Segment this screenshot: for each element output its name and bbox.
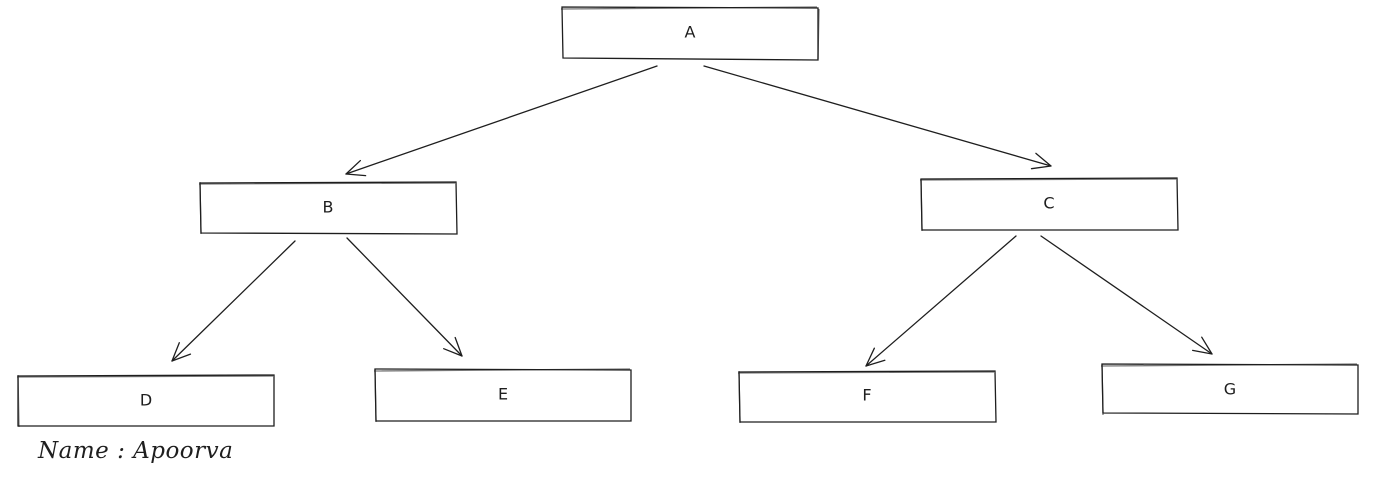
edge-a-to-c — [703, 65, 1052, 170]
edge-a-to-b — [345, 65, 658, 177]
node-e[interactable]: E — [373, 368, 632, 423]
edge-c-to-g — [1040, 235, 1213, 355]
node-d-label: D — [140, 391, 152, 410]
node-a[interactable]: A — [560, 6, 820, 61]
edge-b-to-d — [171, 240, 296, 362]
node-c-label: C — [1043, 194, 1054, 213]
node-g-box-sketch — [1100, 363, 1358, 416]
author-name-note: Name : Apoorva — [38, 438, 234, 464]
node-d[interactable]: D — [16, 374, 275, 428]
edge-b-to-e — [346, 237, 463, 357]
node-c-box-sketch — [919, 178, 1177, 232]
node-f[interactable]: F — [737, 370, 997, 424]
node-d-box-sketch — [16, 374, 274, 428]
node-f-label: F — [862, 386, 871, 405]
node-a-box-sketch — [560, 6, 820, 60]
node-e-label: E — [498, 385, 508, 404]
edge-c-to-f — [865, 235, 1017, 367]
node-g[interactable]: G — [1100, 363, 1359, 416]
node-b[interactable]: B — [198, 181, 458, 235]
node-c[interactable]: C — [919, 177, 1179, 232]
node-a-label: A — [685, 23, 696, 42]
node-d-box — [17, 374, 275, 427]
node-g-label: G — [1224, 380, 1236, 399]
node-f-box-sketch — [737, 370, 995, 424]
node-b-label: B — [323, 198, 334, 217]
node-e-box-sketch — [373, 368, 631, 423]
node-b-box-sketch — [198, 181, 456, 235]
